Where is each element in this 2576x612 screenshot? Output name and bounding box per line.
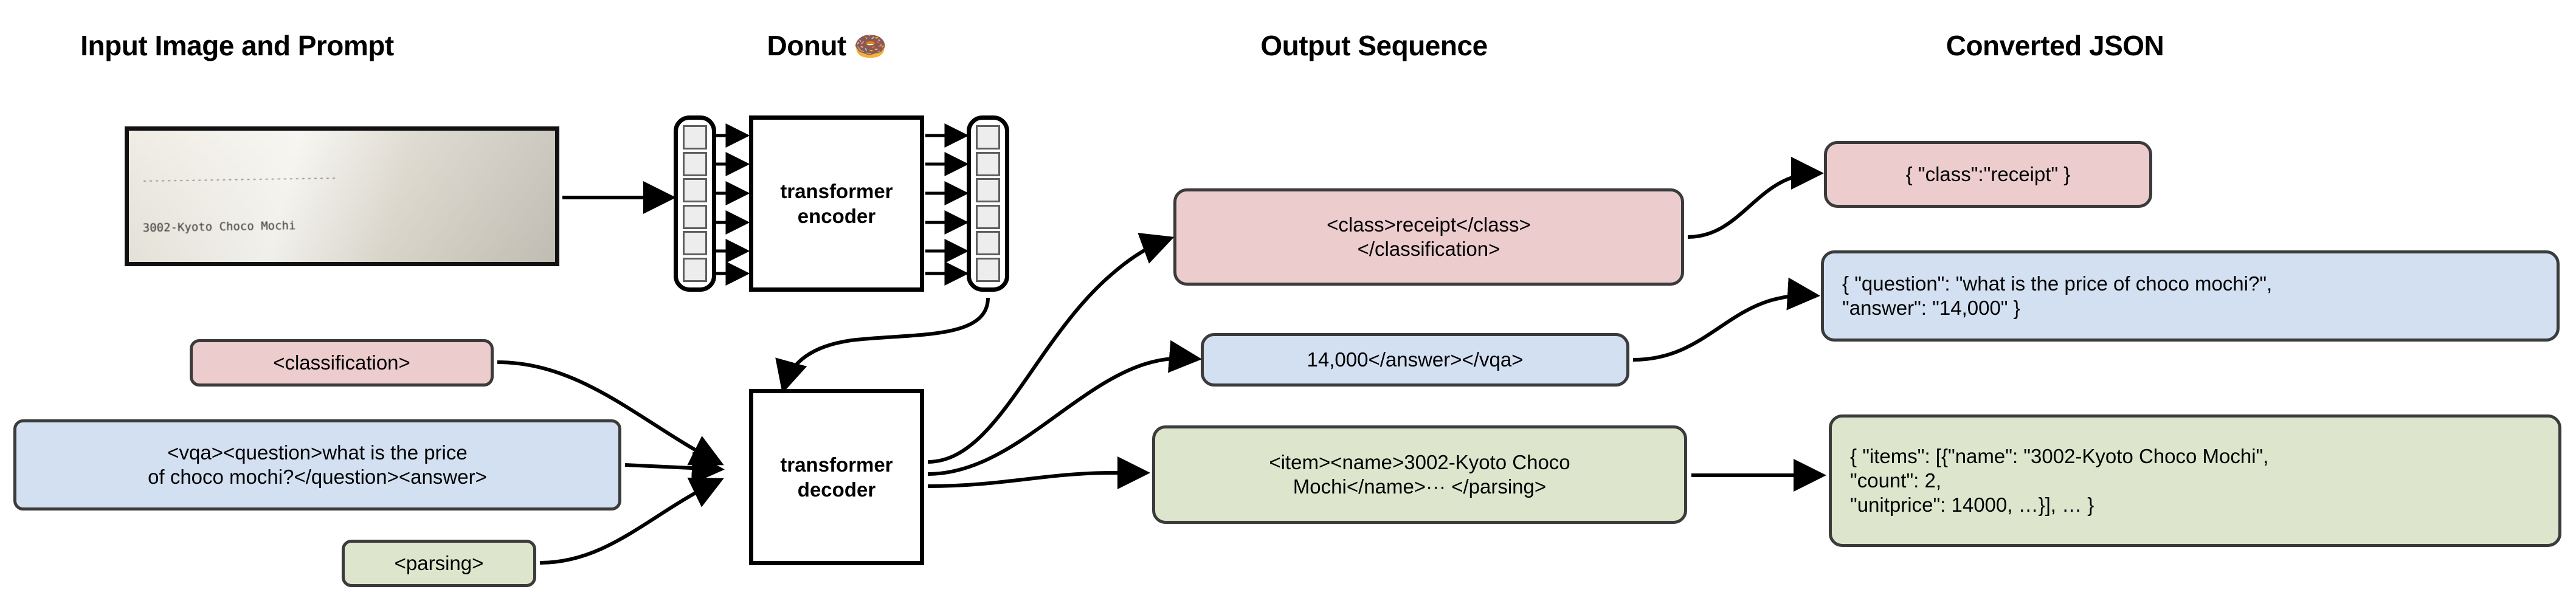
column-header-donut: Donut 🍩 (657, 32, 997, 60)
token-square (683, 204, 707, 229)
receipt-text: -------------------------------- 3002-Ky… (129, 131, 555, 262)
receipt-item-name: 3002-Kyoto Choco Mochi (142, 219, 296, 235)
column-header-json: Converted JSON (1781, 32, 2329, 60)
token-square (683, 231, 707, 256)
json-parsing-box[interactable]: { "items": [{"name": "3002-Kyoto Choco M… (1829, 414, 2561, 547)
arrow-encoder-memory-to-decoder (775, 297, 990, 394)
arrow-decoder-to-parsing-output (927, 456, 1150, 489)
token-square (976, 125, 1000, 150)
prompt-vqa-label: <vqa><question>what is the price of choc… (148, 441, 487, 488)
transformer-decoder-block[interactable]: transformer decoder (749, 389, 924, 565)
column-header-input: Input Image and Prompt (30, 32, 444, 60)
prompt-vqa-box[interactable]: <vqa><question>what is the price of choc… (13, 419, 621, 511)
token-square (976, 178, 1000, 203)
donut-icon: 🍩 (854, 32, 887, 61)
prompt-parsing-box[interactable]: <parsing> (342, 540, 536, 587)
output-classification-label: <class>receipt</class> </classification> (1327, 213, 1531, 260)
token-square (683, 151, 707, 176)
json-vqa-label: { "question": "what is the price of choc… (1842, 272, 2273, 319)
token-square (683, 178, 707, 203)
column-header-output: Output Sequence (1161, 32, 1587, 60)
output-vqa-label: 14,000</answer></vqa> (1307, 348, 1524, 371)
json-classification-label: { "class":"receipt" } (1905, 162, 2071, 185)
column-header-donut-label: Donut (767, 30, 847, 61)
prompt-classification-box[interactable]: <classification> (190, 339, 494, 387)
json-classification-box[interactable]: { "class":"receipt" } (1824, 141, 2152, 208)
column-header-json-label: Converted JSON (1946, 30, 2164, 61)
transformer-encoder-block[interactable]: transformer encoder (749, 115, 924, 292)
encoder-output-tokens (967, 115, 1009, 292)
output-classification-box[interactable]: <class>receipt</class> </classification> (1173, 188, 1684, 286)
transformer-decoder-label: transformer decoder (780, 453, 893, 501)
receipt-item-amount: 14.000 x2 28.000 (143, 261, 545, 262)
token-square (976, 257, 1000, 282)
arrow-vqa-prompt-to-decoder (624, 452, 725, 485)
token-square (683, 125, 707, 150)
transformer-encoder-label: transformer encoder (780, 179, 893, 227)
column-header-input-label: Input Image and Prompt (80, 30, 394, 61)
token-square (976, 204, 1000, 229)
receipt-divider: -------------------------------- (142, 172, 337, 187)
json-parsing-label: { "items": [{"name": "3002-Kyoto Choco M… (1850, 444, 2269, 517)
arrow-decoder-to-classification-output (927, 233, 1175, 464)
encoder-input-tokens (674, 115, 716, 292)
prompt-classification-label: <classification> (273, 351, 410, 374)
output-parsing-box[interactable]: <item><name>3002-Kyoto Choco Mochi</name… (1152, 425, 1687, 524)
token-square (976, 231, 1000, 256)
output-vqa-box[interactable]: 14,000</answer></vqa> (1201, 333, 1629, 387)
arrow-classification-output-to-json (1687, 157, 1824, 239)
token-square (683, 257, 707, 282)
token-square (976, 151, 1000, 176)
input-receipt-image: -------------------------------- 3002-Ky… (125, 126, 559, 266)
column-header-output-label: Output Sequence (1260, 30, 1488, 61)
arrow-vqa-output-to-json (1632, 277, 1820, 362)
output-parsing-label: <item><name>3002-Kyoto Choco Mochi</name… (1269, 450, 1570, 498)
json-vqa-box[interactable]: { "question": "what is the price of choc… (1821, 250, 2560, 342)
prompt-parsing-label: <parsing> (394, 551, 484, 574)
